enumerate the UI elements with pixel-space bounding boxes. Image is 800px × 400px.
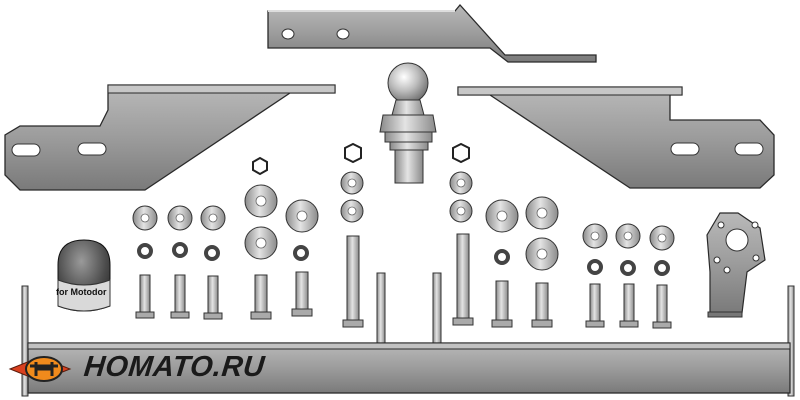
- bolts: [135, 233, 672, 329]
- spring-washers: [137, 242, 670, 276]
- right-side-bracket: [457, 86, 775, 189]
- top-bracket: [267, 4, 597, 63]
- tow-ball: [379, 62, 437, 184]
- left-side-bracket: [4, 84, 336, 191]
- ball-cap-label: for Motodor: [56, 287, 107, 297]
- watermark-text: HOMATO.RU: [82, 351, 267, 383]
- hex-nuts: [252, 142, 470, 176]
- electrical-socket-plate: [706, 212, 766, 318]
- logo-emblem-icon: [8, 356, 72, 382]
- main-crossbar: [27, 342, 791, 394]
- ball-cap: [57, 239, 111, 312]
- washer-holes: [140, 178, 667, 260]
